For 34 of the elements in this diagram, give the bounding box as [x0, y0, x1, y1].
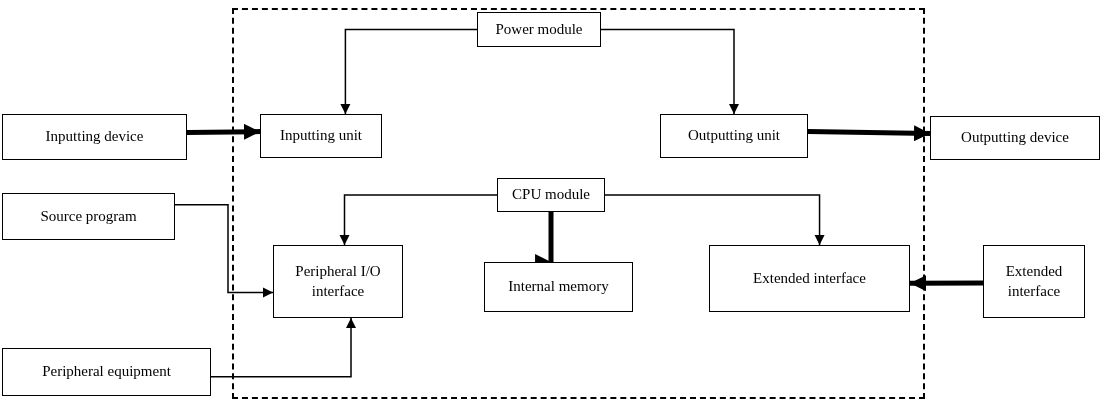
process-box	[477, 12, 601, 47]
node-label: Internal memory	[508, 277, 609, 297]
node-label: Peripheral I/O interface	[294, 262, 382, 301]
node-label: Peripheral equipment	[42, 362, 171, 382]
process-box	[273, 245, 403, 318]
arrow	[340, 28, 478, 115]
process-box	[660, 114, 808, 158]
arrow	[807, 125, 931, 142]
node-label: Power module	[495, 19, 583, 39]
process-box	[260, 114, 382, 158]
process-box	[2, 348, 211, 396]
process-box	[930, 116, 1100, 160]
process-box	[983, 245, 1085, 318]
process-box	[484, 262, 633, 312]
node-label: Source program	[40, 206, 137, 226]
arrow	[186, 123, 261, 140]
arrow	[604, 194, 825, 246]
node-label: Outputting unit	[687, 126, 781, 146]
node-label: Extended interface	[1004, 262, 1064, 301]
process-box	[497, 178, 605, 212]
arrow	[910, 275, 983, 292]
node-label: CPU module	[512, 185, 590, 205]
arrow	[210, 317, 356, 378]
process-box	[709, 245, 910, 312]
arrow	[174, 204, 274, 298]
node-label: Inputting device	[45, 127, 144, 147]
node-label: Inputting unit	[279, 126, 363, 146]
dashed-boundary	[232, 8, 925, 399]
node-label: Outputting device	[961, 128, 1069, 148]
process-box	[2, 193, 175, 240]
node-label: Extended interface	[753, 268, 866, 288]
arrow	[600, 28, 739, 115]
arrow	[339, 194, 498, 246]
process-box	[2, 114, 187, 160]
